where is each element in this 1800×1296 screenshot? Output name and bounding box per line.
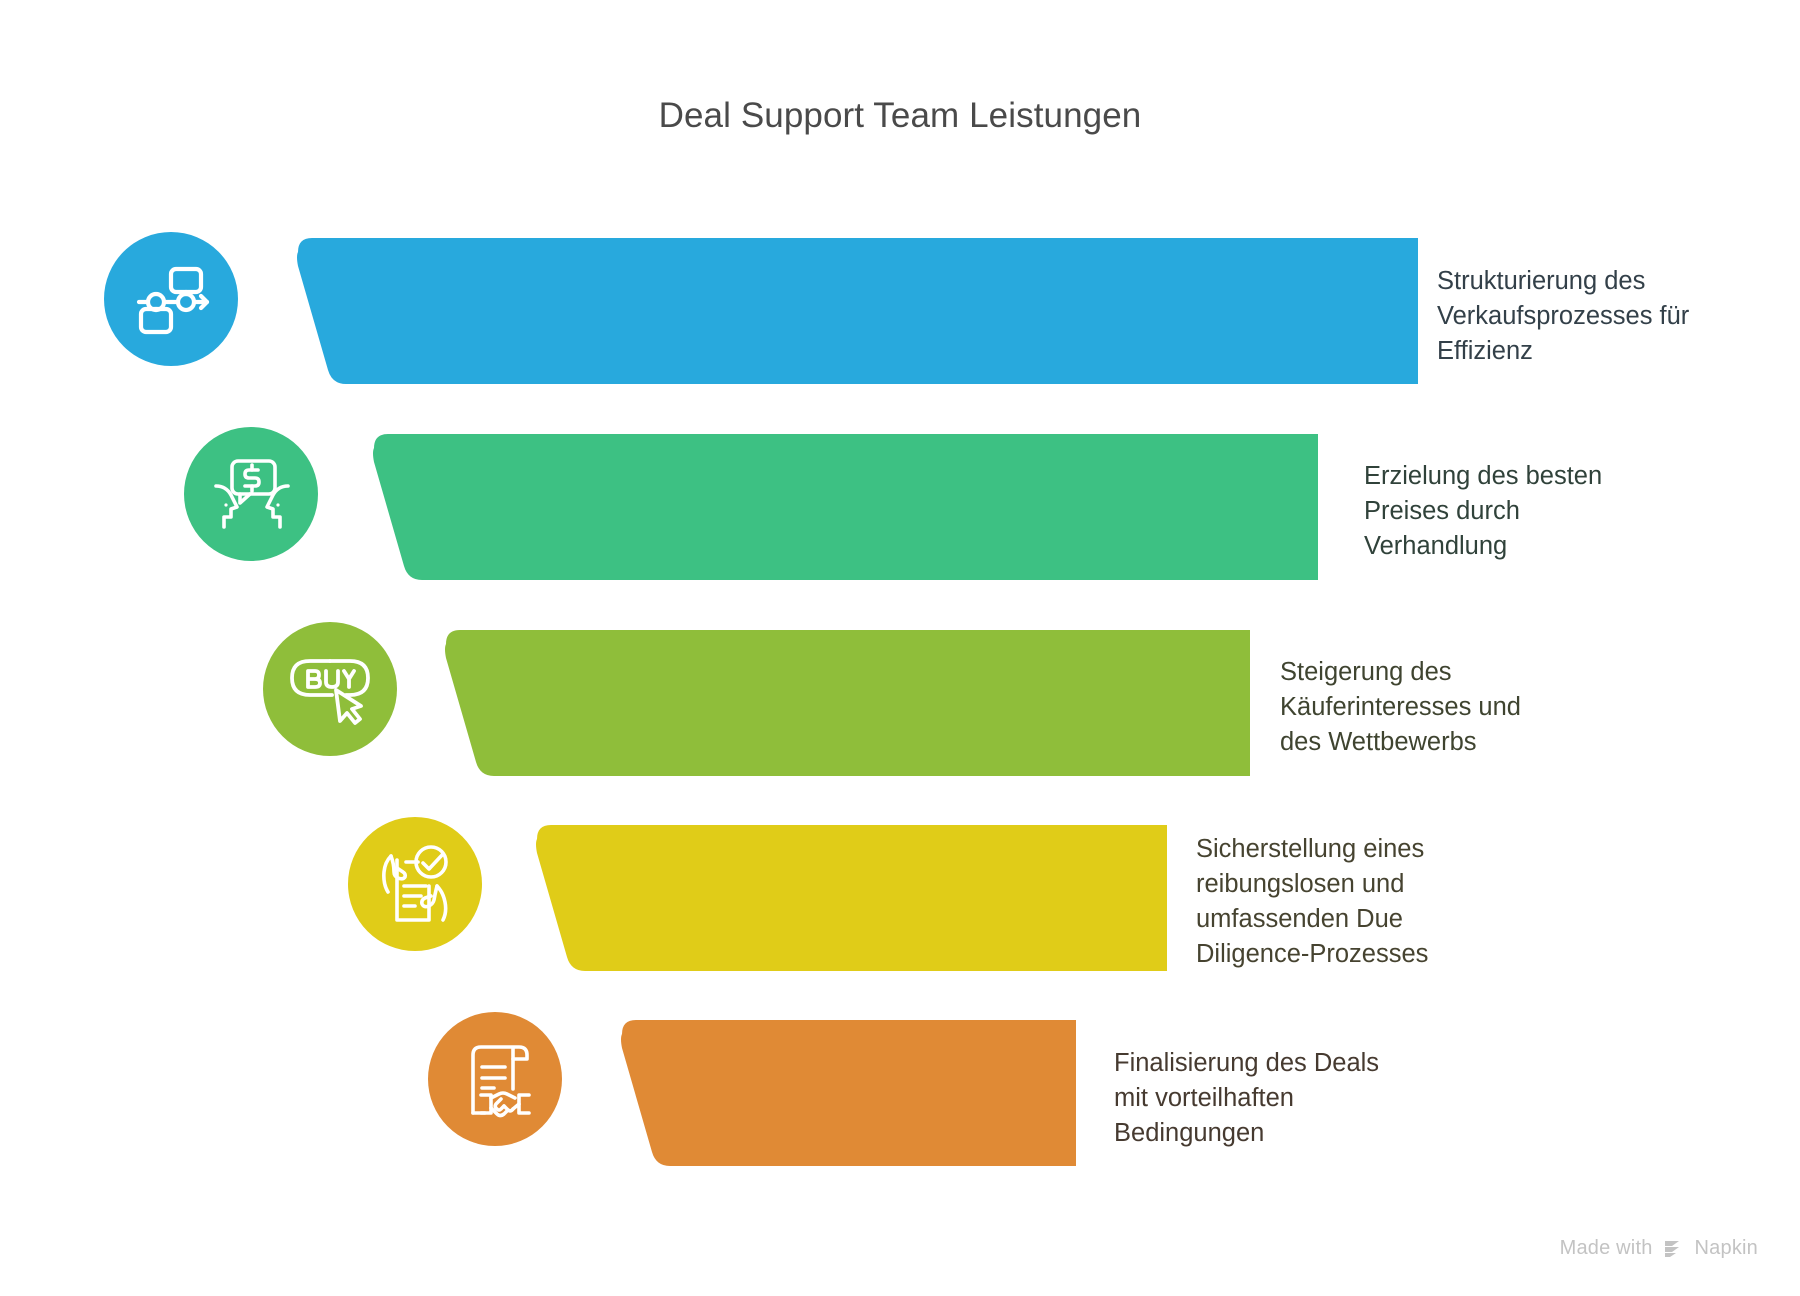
stage-3-description: Steigerung des Käuferinteresses und des …	[1280, 658, 1521, 756]
stage-1-icon-circle	[104, 232, 238, 366]
page-title: Deal Support Team Leistungen	[658, 96, 1142, 135]
stage-4-description: Sicherstellung eines reibungslosen und u…	[1196, 835, 1429, 968]
stage-1-description: Strukturierung des Verkaufsprozesses für…	[1437, 267, 1690, 365]
contract-handshake-icon	[471, 1045, 531, 1118]
buy-button-cursor-icon	[290, 659, 370, 725]
stage-3-icon-circle	[263, 622, 397, 756]
stage-3-bar	[432, 630, 1250, 776]
watermark-brand: Napkin	[1694, 1236, 1758, 1259]
watermark-prefix: Made with	[1559, 1236, 1653, 1259]
stage-2-description: Erzielung des besten Preises durch Verha…	[1364, 462, 1603, 560]
stage-5-icon-circle	[428, 1012, 562, 1146]
stage-5-description: Finalisierung des Deals mit vorteilhafte…	[1114, 1049, 1380, 1147]
stage-2-icon-circle	[184, 427, 318, 561]
workflow-diagram-icon	[136, 266, 210, 335]
stage-5-bar	[608, 1020, 1076, 1166]
stage-4-icon-circle	[348, 817, 482, 951]
stage-2-bar	[360, 434, 1318, 580]
negotiation-heads-dollar-icon	[214, 459, 290, 529]
napkin-logo-icon	[1664, 1241, 1679, 1257]
stage-4-bar	[523, 825, 1167, 971]
napkin-watermark: Made with Napkin	[1560, 1236, 1758, 1260]
document-check-hands-icon	[382, 845, 448, 922]
stage-1-bar	[284, 238, 1418, 384]
